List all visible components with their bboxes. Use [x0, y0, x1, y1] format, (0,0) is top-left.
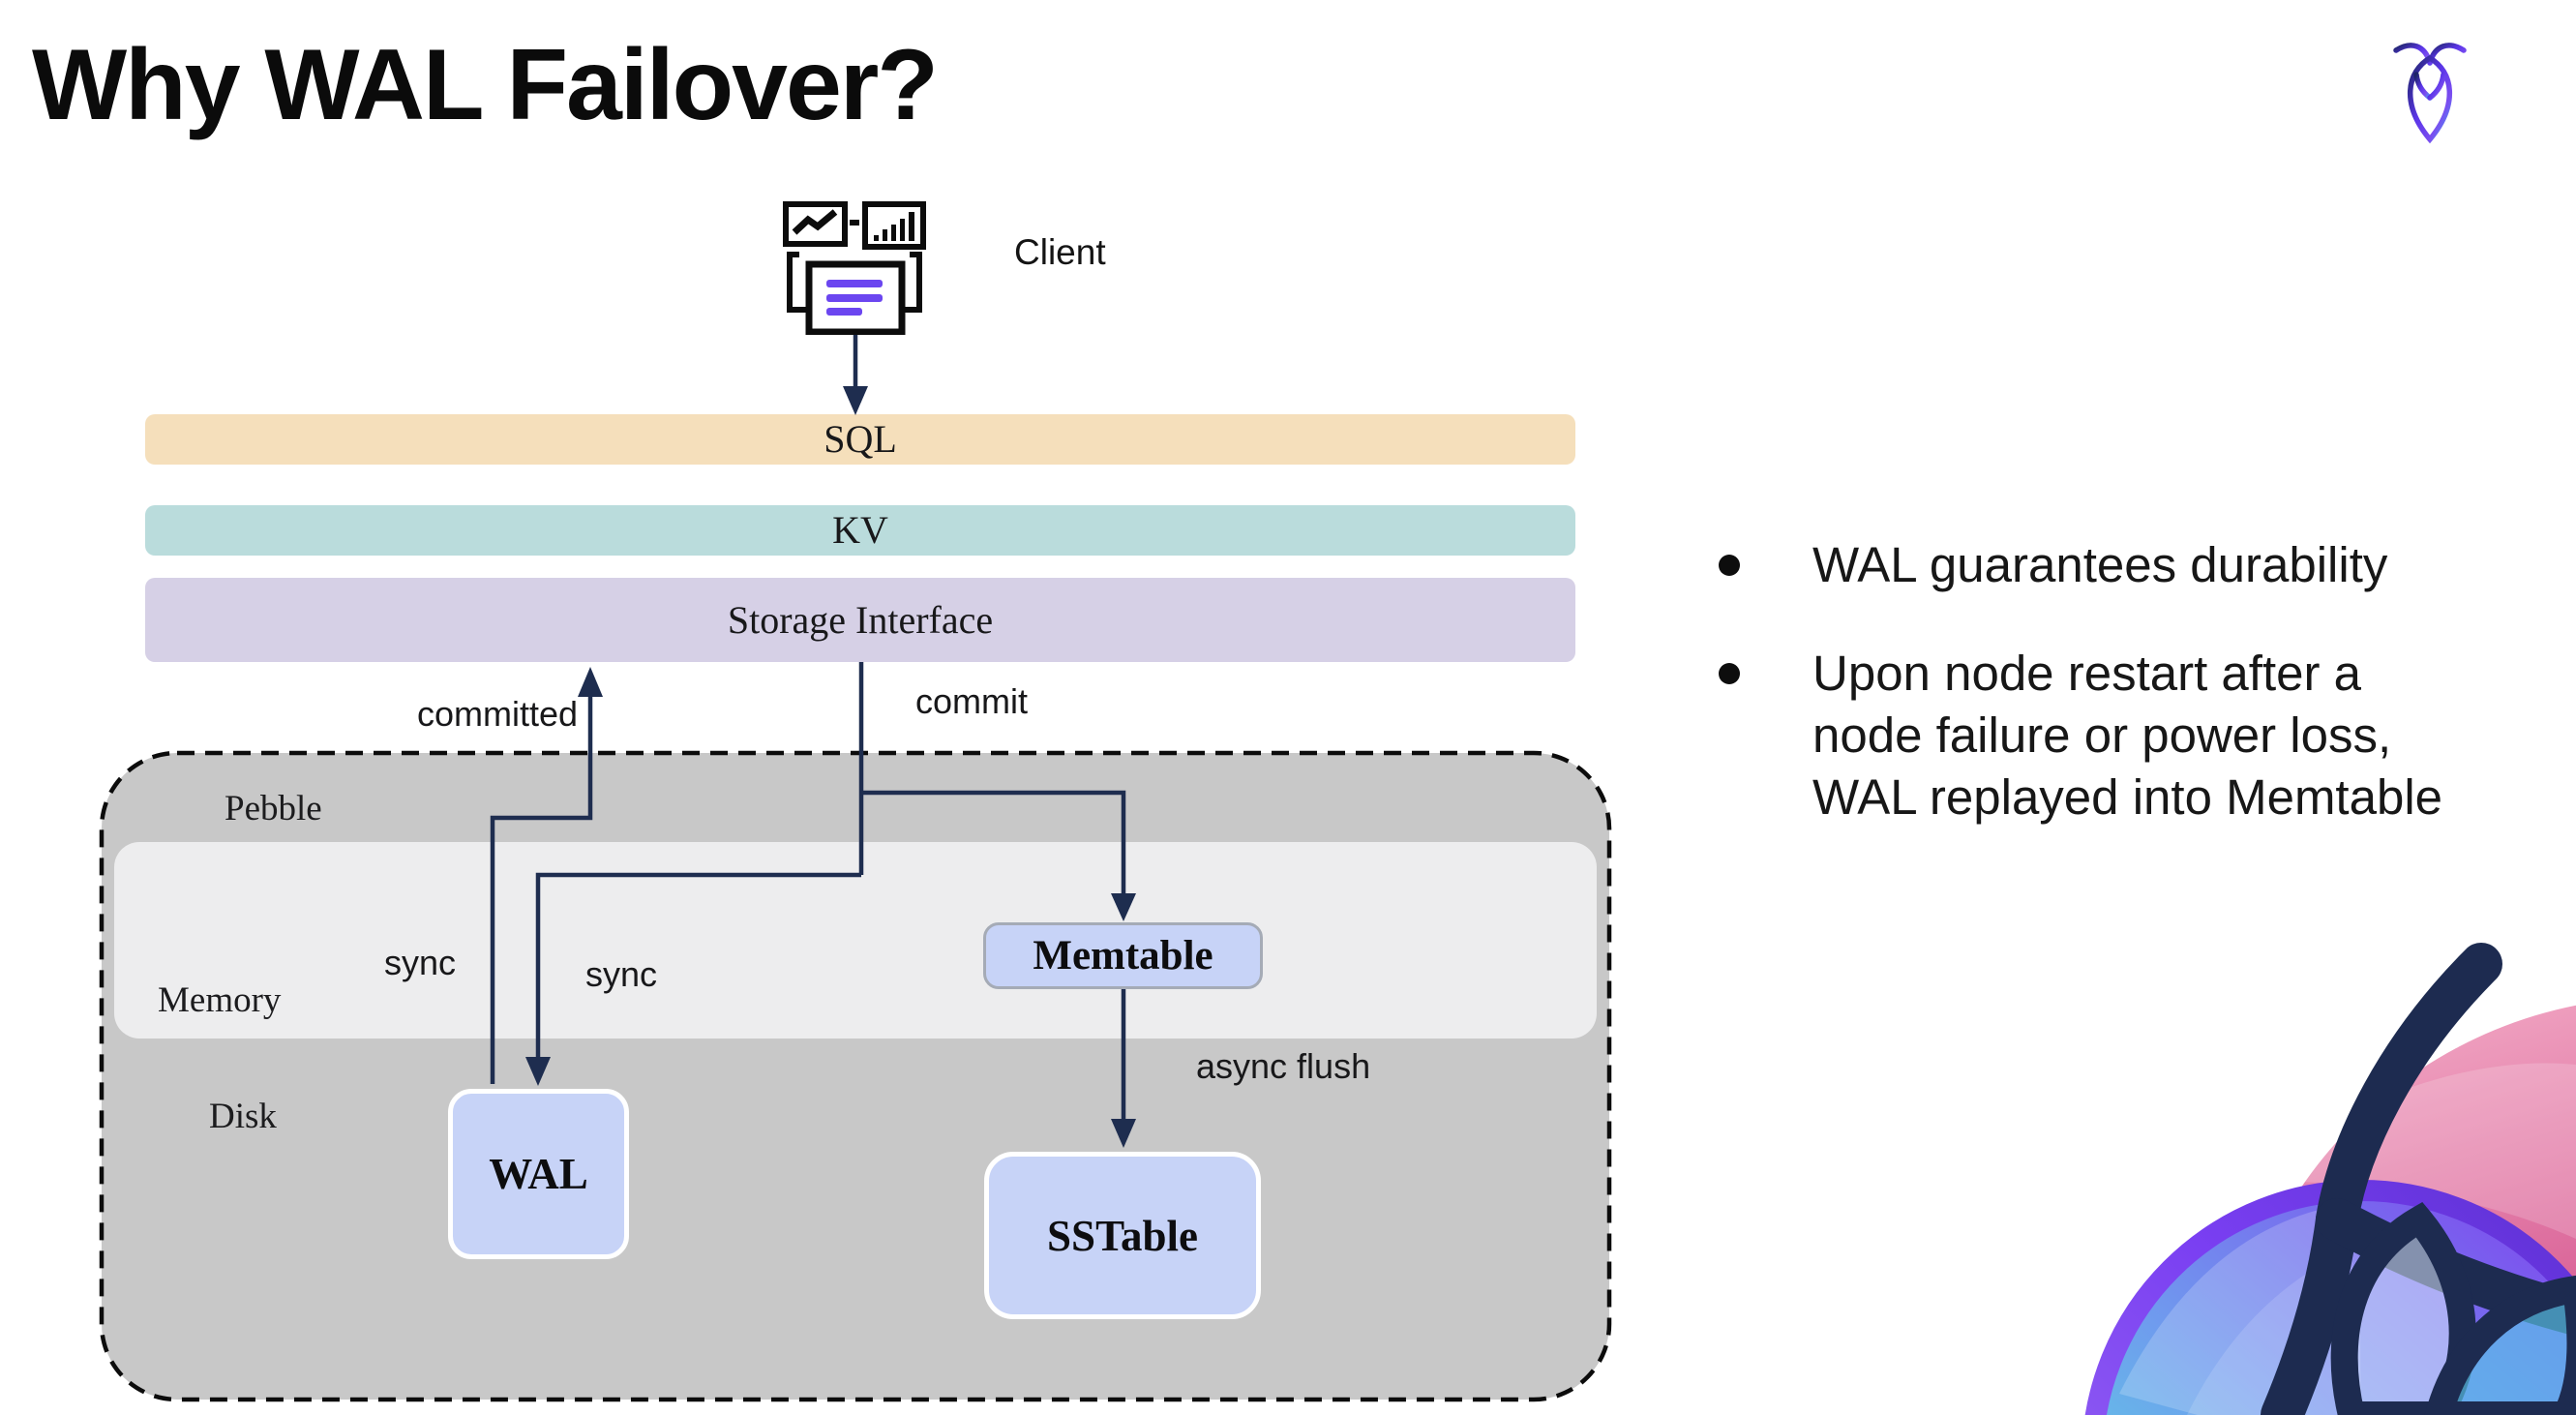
bullet-list: WAL guarantees durability Upon node rest… — [1713, 534, 2564, 828]
wal-node: WAL — [448, 1089, 629, 1259]
layer-bar-kv: KV — [145, 505, 1575, 556]
list-item: WAL guarantees durability — [1713, 534, 2564, 596]
layer-bar-storage-interface: Storage Interface — [145, 578, 1575, 662]
edge-label-sync-right: sync — [585, 954, 658, 994]
layer-bar-sql: SQL — [145, 414, 1575, 465]
memory-label: Memory — [158, 980, 282, 1020]
page-title: Why WAL Failover? — [32, 29, 939, 141]
bullet-text: WAL guarantees durability — [1812, 537, 2388, 592]
arrowheads — [525, 386, 1136, 1148]
sstable-node: SSTable — [984, 1152, 1261, 1319]
dash-glyph — [850, 220, 859, 226]
edge-label-committed: committed — [416, 694, 578, 734]
bullet-text-line: WAL replayed into Memtable — [1812, 769, 2443, 825]
cockroachdb-logo-icon — [2393, 43, 2467, 144]
edge-label-commit: commit — [915, 681, 1028, 721]
bullet-dot-icon — [1719, 663, 1740, 684]
memtable-node: Memtable — [983, 922, 1263, 989]
client-label: Client — [1014, 232, 1106, 272]
memory-band — [114, 842, 1597, 1039]
bullet-text-line: node failure or power loss, — [1812, 708, 2392, 763]
bullet-dot-icon — [1719, 555, 1740, 576]
edge-lines — [490, 333, 1126, 1120]
edge-label-async-flush: async flush — [1196, 1046, 1371, 1086]
bullet-text-line: Upon node restart after a — [1812, 646, 2362, 701]
list-item: Upon node restart after a node failure o… — [1713, 643, 2564, 828]
client-icon — [783, 201, 926, 335]
pebble-label: Pebble — [225, 789, 322, 828]
edge-label-sync-left: sync — [384, 943, 457, 982]
disk-label: Disk — [209, 1097, 277, 1136]
decorative-sphere-graphic — [2084, 943, 2576, 1415]
